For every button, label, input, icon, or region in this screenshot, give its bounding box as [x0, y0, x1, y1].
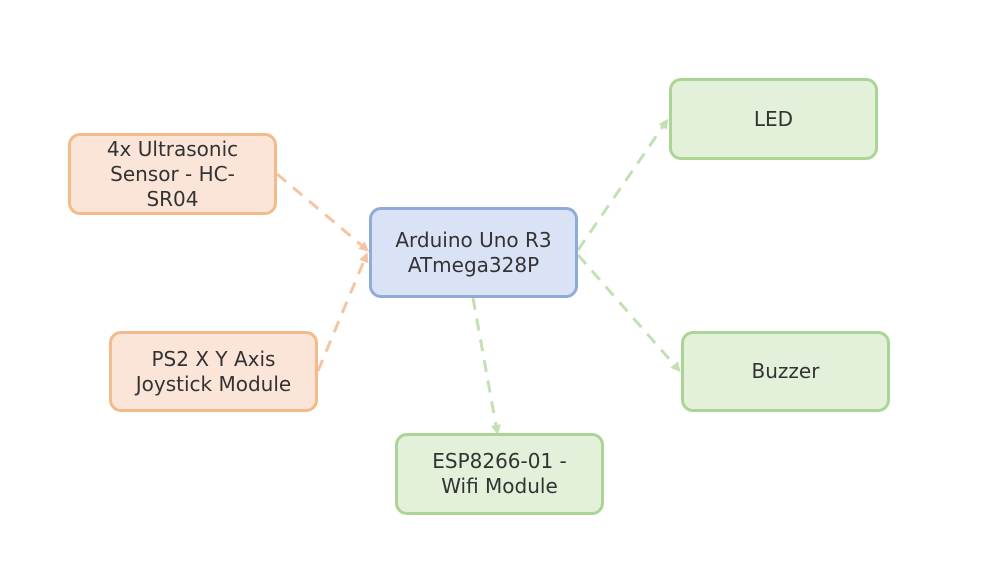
node-ultrasonic-sensor[interactable]: 4x Ultrasonic Sensor - HC- SR04 — [68, 133, 277, 215]
node-label: Arduino Uno R3 ATmega328P — [395, 227, 552, 277]
edge-arduino-to-esp — [471, 297, 501, 435]
edge-joystick-to-arduino — [316, 252, 369, 372]
node-label: ESP8266-01 - Wifi Module — [432, 449, 567, 498]
node-joystick-module[interactable]: PS2 X Y Axis Joystick Module — [109, 331, 318, 412]
node-arduino-uno[interactable]: Arduino Uno R3 ATmega328P — [369, 207, 578, 298]
edge-arduino-to-buzzer — [576, 254, 681, 373]
node-label: 4x Ultrasonic Sensor - HC- SR04 — [106, 136, 239, 211]
node-label: LED — [753, 106, 794, 131]
node-label: Buzzer — [751, 359, 820, 383]
node-buzzer[interactable]: Buzzer — [681, 331, 890, 412]
node-label: PS2 X Y Axis Joystick Module — [135, 346, 292, 396]
edge-arduino-to-led — [576, 118, 669, 251]
edge-ultrasonic-to-arduino — [276, 172, 370, 252]
node-esp8266-wifi[interactable]: ESP8266-01 - Wifi Module — [395, 433, 604, 515]
node-led[interactable]: LED — [669, 78, 878, 160]
